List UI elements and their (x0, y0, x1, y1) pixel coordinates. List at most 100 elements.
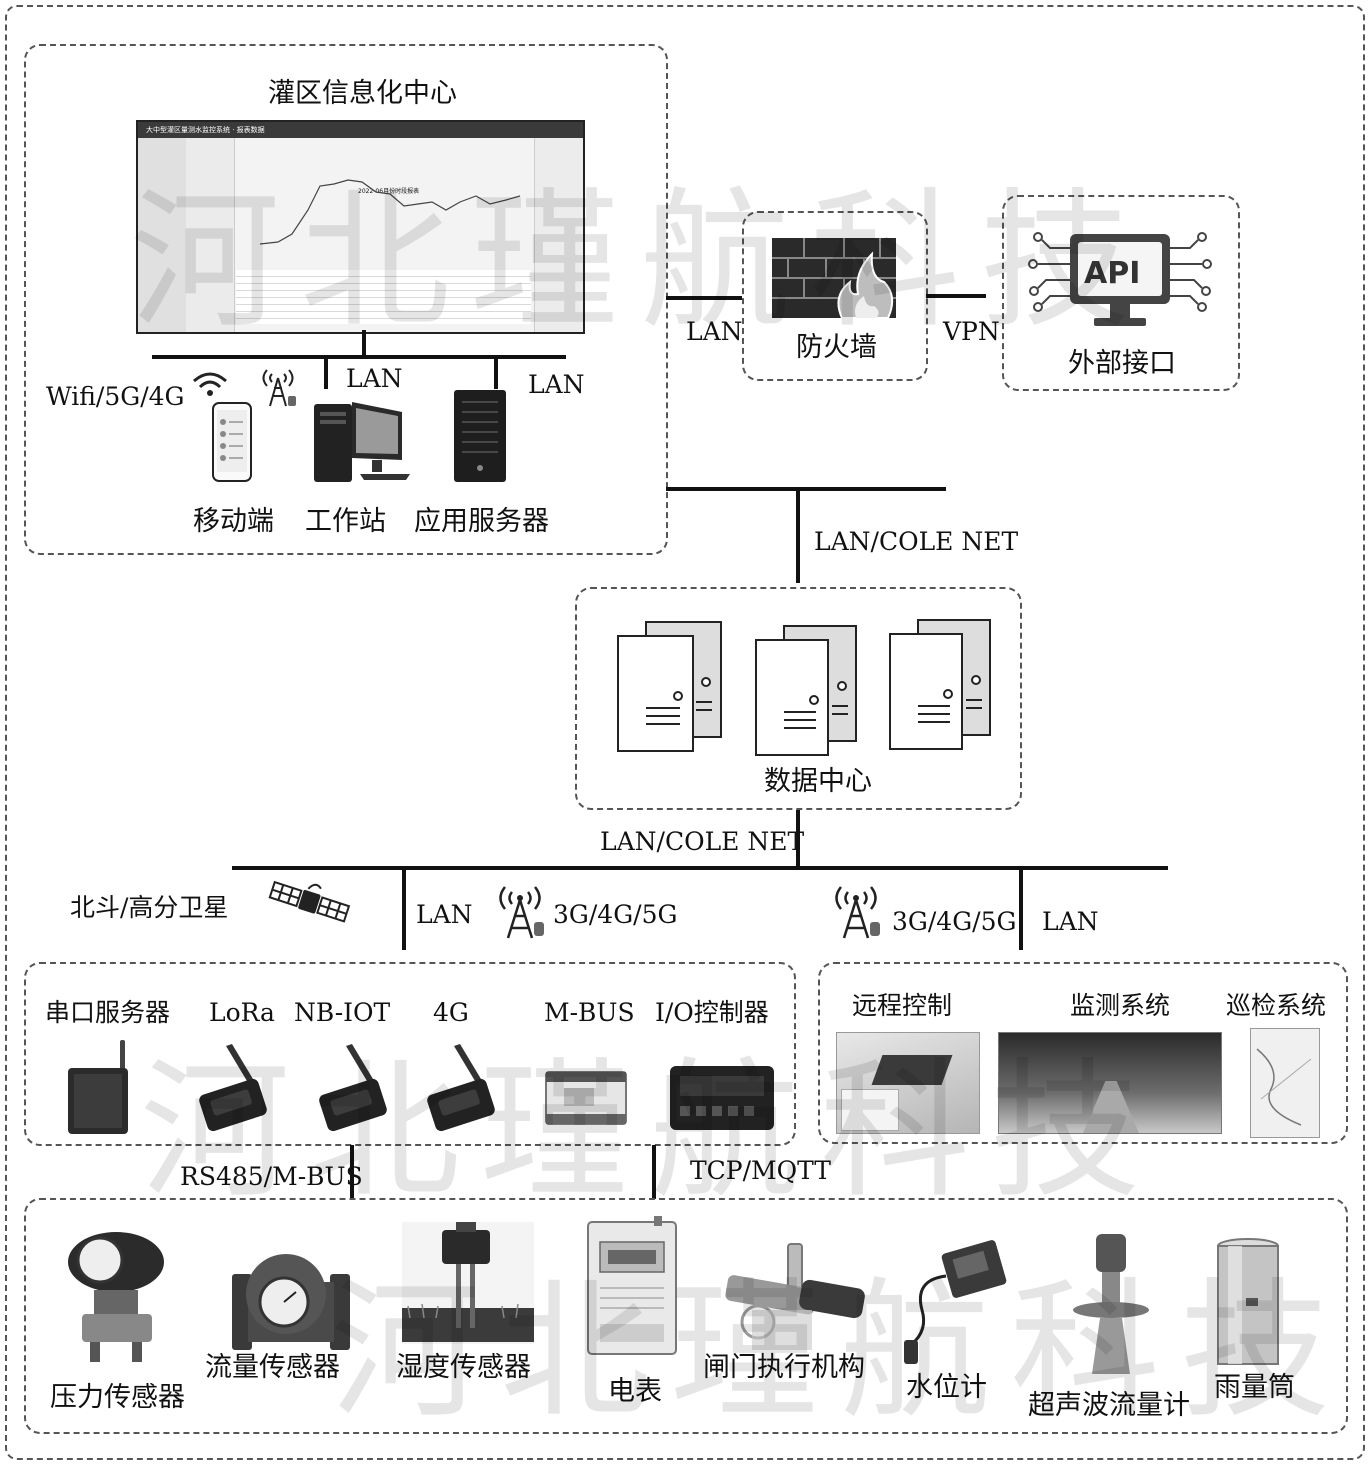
monitor-stand (362, 330, 366, 358)
firewall-to-api (926, 294, 986, 298)
info-lan-a: LAN (346, 364, 403, 393)
screen-table (236, 270, 531, 324)
remote-gate-shape (871, 1055, 953, 1085)
app-server-label: 应用服务器 (414, 506, 549, 537)
monitoring-channel (1083, 1081, 1139, 1133)
info-lan-b: LAN (528, 370, 585, 399)
data-center-box (575, 587, 1022, 810)
screen-tree (186, 138, 235, 332)
field-ultrasonic-flowmeter: 超声波流量计 (1028, 1390, 1190, 1421)
system-inspection: 巡检系统 (1226, 991, 1327, 1020)
link-lan-left: LAN (416, 900, 473, 929)
field-rain-gauge: 雨量筒 (1214, 1372, 1295, 1403)
firewall-lan-label: LAN (686, 317, 743, 346)
screen-title: 大中型灌区量测水监控系统 · 报表数据 (146, 126, 265, 134)
bus-left-drop (350, 1145, 354, 1199)
flow-sensor-icon (232, 1254, 350, 1350)
io-controller-icon (670, 1066, 774, 1130)
mobile-label: 移动端 (193, 506, 274, 537)
data-center-servers (617, 619, 991, 756)
field-water-level-gauge: 水位计 (906, 1372, 987, 1403)
satellite-icon (268, 880, 351, 923)
server-3 (889, 619, 991, 750)
screen-chart-title: 2022-06月份时段报表 (358, 188, 420, 195)
datacenter-down (796, 810, 800, 870)
net-mid-label: LAN/COLE NET (600, 827, 805, 856)
screen-sidebar (138, 138, 187, 332)
lora-device-icon (199, 1044, 267, 1132)
remote-control-screenshot (836, 1032, 980, 1134)
rain-gauge-icon (1217, 1238, 1279, 1365)
4g-device-icon (427, 1044, 495, 1132)
screen-header (138, 122, 583, 138)
firewall-label: 防火墙 (796, 332, 877, 363)
ultrasonic-flowmeter-icon (1073, 1234, 1149, 1374)
gate-actuator-icon (725, 1243, 865, 1350)
gateway-lora: LoRa (209, 998, 275, 1027)
external-api-label: 外部接口 (1068, 348, 1176, 379)
system-monitoring: 监测系统 (1070, 991, 1171, 1020)
workstation-drop (324, 357, 328, 389)
outer-frame (5, 5, 1365, 1460)
server-1 (617, 621, 722, 752)
satellite-label: 北斗/高分卫星 (70, 893, 229, 922)
api-monitor-icon (1028, 232, 1212, 326)
cell-tower-right-icon (835, 886, 880, 939)
workstation-label: 工作站 (305, 506, 386, 537)
pressure-sensor-icon (68, 1232, 164, 1362)
cell-tower-left-icon (499, 886, 544, 939)
field-electric-meter: 电表 (608, 1376, 662, 1407)
inspection-map-route (1256, 1048, 1312, 1126)
link-lan-right: LAN (1042, 907, 1099, 936)
serial-server-icon (68, 1040, 128, 1134)
water-level-gauge-icon (904, 1240, 1007, 1364)
lan-to-firewall (666, 296, 742, 300)
center-to-datacenter (796, 489, 800, 583)
field-devices-box (24, 1198, 1348, 1434)
screen-right-panel (534, 138, 583, 332)
bus-left-label: RS485/M-BUS (180, 1162, 363, 1191)
screen-chart-line (259, 179, 521, 245)
m-bus-device-icon (545, 1071, 627, 1125)
electric-meter-icon (587, 1216, 677, 1355)
remote-panel (841, 1089, 899, 1131)
link-3g-left: 3G/4G/5G (553, 900, 678, 929)
wireless-label: Wifi/5G/4G (46, 382, 185, 411)
monitoring-screenshot (998, 1032, 1222, 1134)
field-flow-sensor: 流量传感器 (205, 1352, 340, 1383)
mobile-phone-icon (212, 402, 252, 482)
gateway-io-controller: I/O控制器 (655, 998, 769, 1027)
gateway-nb-iot: NB-IOT (294, 998, 391, 1027)
field-humidity-sensor: 湿度传感器 (396, 1352, 531, 1383)
drop-left (402, 868, 406, 950)
field-bus (232, 866, 1168, 870)
nb-iot-device-icon (319, 1044, 387, 1132)
field-pressure-sensor: 压力传感器 (50, 1382, 185, 1413)
firewall-vpn-label: VPN (943, 317, 1000, 346)
firewall-icon (772, 238, 896, 319)
api-text: API (1084, 256, 1141, 291)
server-2 (755, 625, 857, 756)
info-center-title: 灌区信息化中心 (268, 78, 457, 109)
bus-right-drop (652, 1145, 656, 1199)
drop-right (1019, 868, 1023, 950)
gateway-4g: 4G (433, 998, 469, 1027)
app-server-icon (454, 390, 506, 482)
gateway-m-bus: M-BUS (544, 998, 635, 1027)
wifi-icon (193, 372, 227, 396)
data-center-label: 数据中心 (764, 766, 872, 797)
gateway-box (24, 962, 796, 1146)
humidity-sensor-icon (402, 1222, 534, 1344)
screen-line-chart (259, 179, 521, 245)
link-3g-right: 3G/4G/5G (892, 907, 1017, 936)
server-drop (494, 357, 498, 389)
field-gate-actuator: 闸门执行机构 (703, 1352, 865, 1383)
center-bus (666, 487, 946, 491)
systems-box (818, 962, 1348, 1144)
gateway-serial-server: 串口服务器 (45, 998, 171, 1027)
inspection-screenshot (1250, 1028, 1320, 1138)
system-remote-control: 远程控制 (852, 991, 953, 1020)
info-bus (152, 355, 566, 359)
net-top-label: LAN/COLE NET (814, 527, 1019, 556)
cell-tower-icon (262, 369, 296, 407)
